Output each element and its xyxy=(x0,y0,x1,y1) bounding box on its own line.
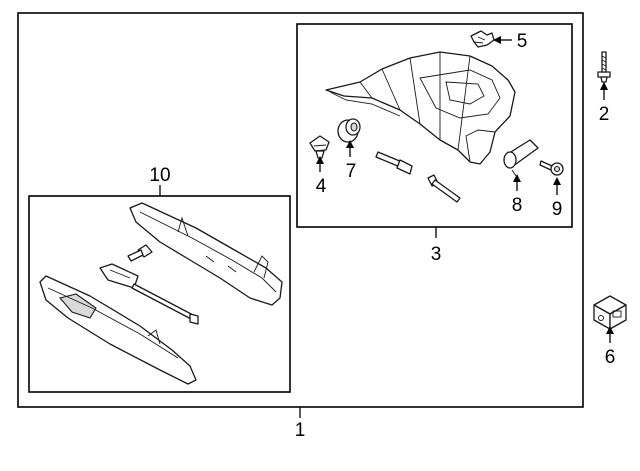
callout-9[interactable]: 9 xyxy=(552,199,563,220)
screw-part-9 xyxy=(539,160,564,176)
clip-part-6 xyxy=(593,295,627,330)
glove-box-door-inner xyxy=(39,275,197,385)
callout-10[interactable]: 10 xyxy=(149,165,170,186)
pin-part-4 xyxy=(309,135,330,159)
callout-5[interactable]: 5 xyxy=(517,31,528,52)
bolt-part-10-screw xyxy=(127,244,153,262)
glove-box-housing xyxy=(325,51,516,165)
callout-2[interactable]: 2 xyxy=(599,104,610,125)
screw-part-2 xyxy=(597,51,611,83)
callout-8[interactable]: 8 xyxy=(512,195,523,216)
callout-4[interactable]: 4 xyxy=(316,176,327,197)
callout-3[interactable]: 3 xyxy=(431,244,442,265)
callout-6[interactable]: 6 xyxy=(605,347,616,368)
sub-assembly-box-3 xyxy=(296,23,573,228)
glove-box-door-outer xyxy=(129,202,283,306)
damper-part-8 xyxy=(503,139,539,177)
grommet-part-7 xyxy=(337,118,361,143)
bolt-long xyxy=(375,151,413,175)
latch-mechanism xyxy=(99,263,199,325)
callout-1[interactable]: 1 xyxy=(295,420,306,441)
callout-7[interactable]: 7 xyxy=(346,161,357,182)
bolt-short xyxy=(427,174,461,203)
clip-part-5 xyxy=(470,30,495,48)
